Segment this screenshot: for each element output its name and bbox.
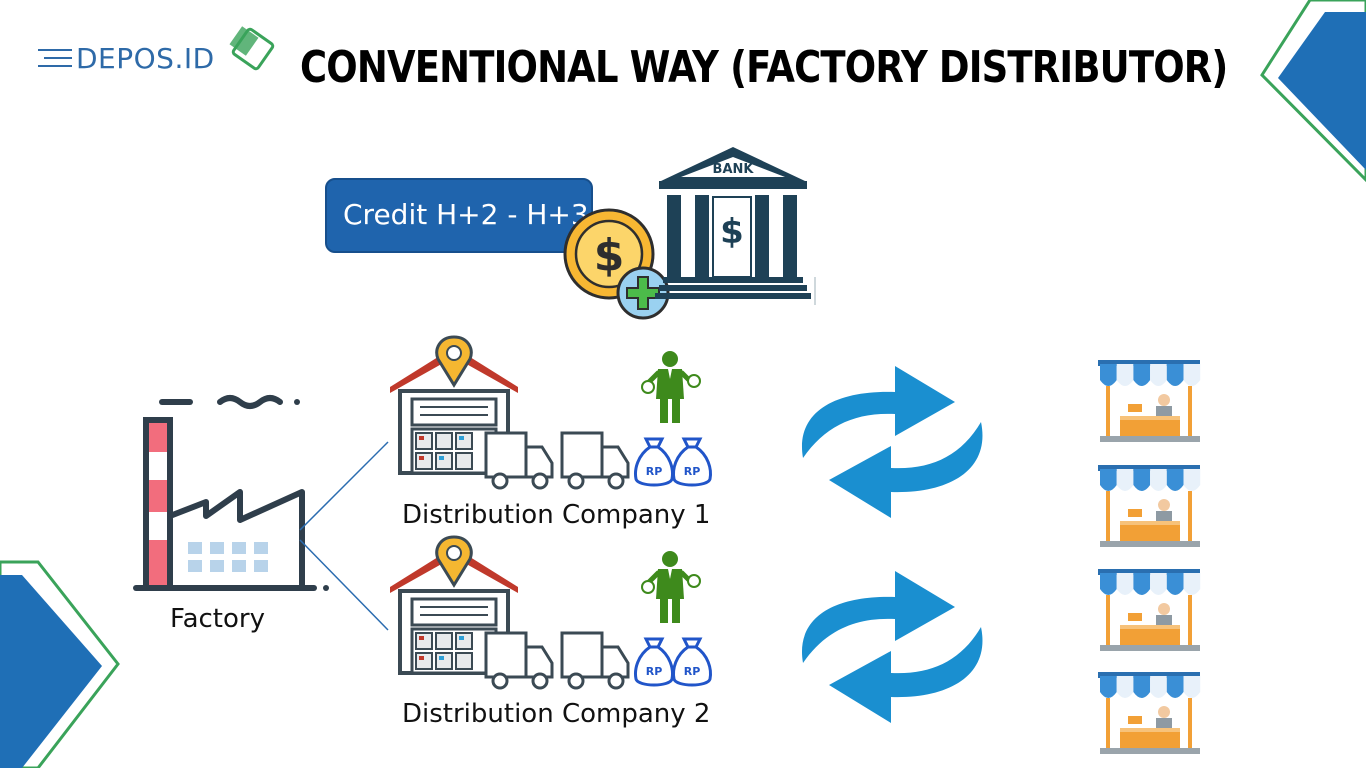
wallet-icon bbox=[229, 26, 275, 71]
cycle-arrows-icon bbox=[801, 571, 983, 723]
cycle-arrows-icon bbox=[801, 366, 983, 518]
factory-icon bbox=[133, 395, 329, 591]
money-bag-icon: RP bbox=[672, 637, 712, 687]
warehouse-icon bbox=[390, 335, 518, 475]
bank-dollar-symbol: $ bbox=[720, 212, 744, 252]
truck-icon bbox=[560, 431, 630, 490]
factory-label: Factory bbox=[170, 604, 265, 634]
shop-icon bbox=[1098, 360, 1201, 442]
distributor-label: Distribution Company 2 bbox=[402, 699, 711, 729]
truck-icon bbox=[484, 431, 554, 490]
distributor-label: Distribution Company 1 bbox=[402, 500, 711, 530]
truck-icon bbox=[560, 631, 630, 690]
truck-icon bbox=[484, 631, 554, 690]
shop-icon bbox=[1098, 569, 1201, 651]
bank-sign: BANK bbox=[713, 162, 755, 177]
depos-logo[interactable]: DEPOS.ID bbox=[36, 26, 286, 90]
coin-dollar-symbol: $ bbox=[594, 230, 625, 281]
credit-terms-label: Credit H+2 - H+3 bbox=[343, 198, 589, 231]
bank-icon: BANK $ bbox=[655, 147, 816, 305]
logo-text: DEPOS.ID bbox=[76, 42, 215, 75]
money-bag-label: RP bbox=[646, 465, 663, 478]
shop-icon bbox=[1098, 672, 1201, 754]
money-bag-label: RP bbox=[684, 665, 701, 678]
money-bag-icon: RP bbox=[634, 437, 674, 487]
money-bag-icon: RP bbox=[634, 637, 674, 687]
shop-icon bbox=[1098, 465, 1201, 547]
money-bag-label: RP bbox=[646, 665, 663, 678]
businessman-icon bbox=[641, 551, 701, 623]
businessman-icon bbox=[641, 351, 701, 423]
money-bag-icon: RP bbox=[672, 437, 712, 487]
speed-lines-icon bbox=[38, 49, 72, 67]
money-bag-label: RP bbox=[684, 465, 701, 478]
